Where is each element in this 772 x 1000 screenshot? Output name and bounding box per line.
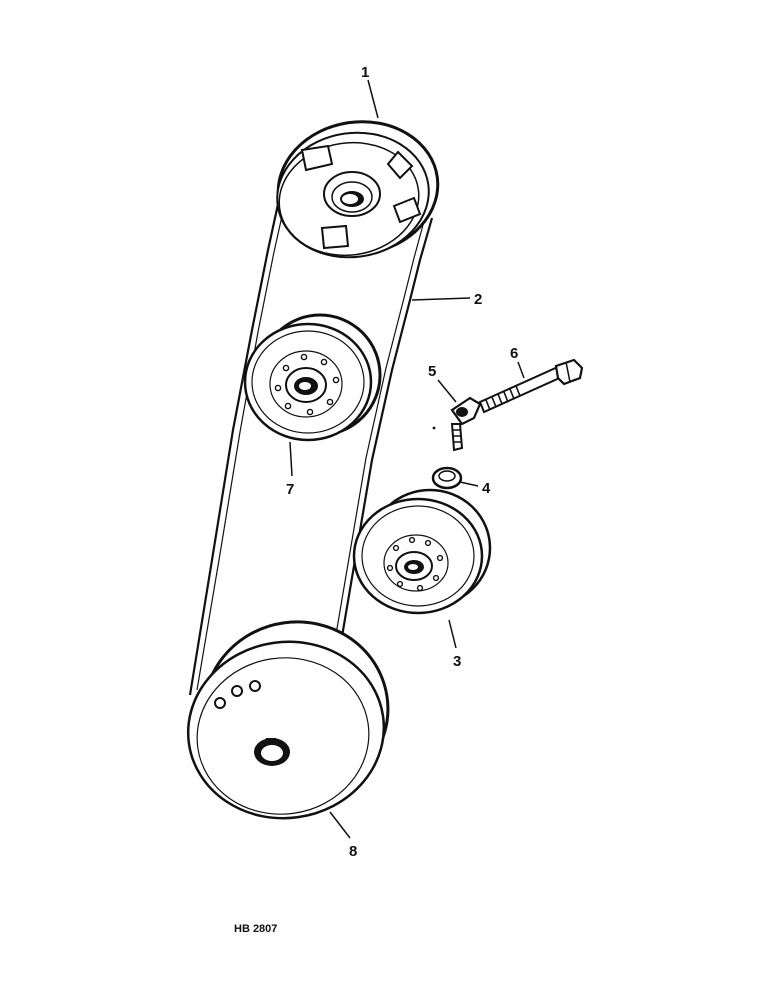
callout-6: 6: [510, 345, 518, 362]
leader-6: [517, 361, 525, 379]
callout-3: 3: [453, 653, 461, 670]
middle-pulley: [243, 313, 382, 442]
callout-4: 4: [482, 480, 491, 497]
callout-8: 8: [349, 843, 357, 860]
leader-5: [437, 379, 457, 403]
leader-7: [289, 441, 293, 477]
bolt: [478, 358, 584, 414]
callout-labels: 1 2 3 4 5 6 7 8: [286, 64, 518, 860]
leader-2: [411, 297, 471, 301]
callout-1: 1: [361, 64, 369, 81]
callout-2: 2: [474, 291, 482, 308]
leader-1: [367, 79, 379, 119]
grease-fitting: [432, 396, 482, 452]
leader-8: [329, 811, 351, 839]
bottom-pulley: [186, 620, 390, 820]
leader-lines: [289, 79, 525, 839]
callout-5: 5: [428, 363, 436, 380]
idler-pulley: [352, 488, 492, 615]
leader-4: [459, 481, 479, 487]
leader-3: [448, 619, 457, 649]
figure-caption: HB 2807: [234, 923, 277, 935]
top-pulley: [276, 120, 440, 259]
callout-7: 7: [286, 481, 294, 498]
spacer-washer: [431, 466, 463, 490]
